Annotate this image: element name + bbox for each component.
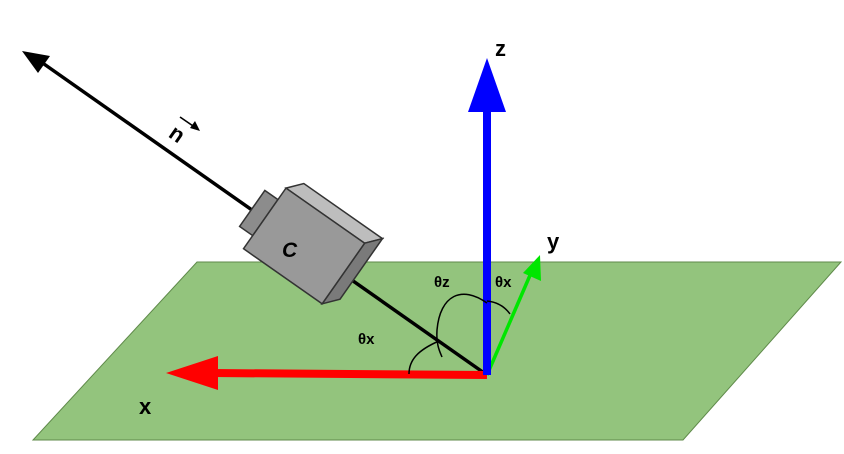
normal-arrow-accent-icon [179, 116, 200, 131]
y-axis-arrowhead [523, 255, 541, 281]
theta-x-top-label: θx [495, 274, 512, 291]
y-axis-label: y [547, 229, 560, 254]
theta-x-bottom-label: θx [358, 331, 375, 348]
normal-vector-arrowhead [22, 51, 50, 73]
theta-z-label: θz [434, 274, 450, 291]
theta-x-top-arc [486, 300, 511, 315]
y-axis-line [485, 272, 533, 376]
normal-label: n [165, 120, 190, 148]
camera [238, 182, 385, 306]
camera-label: C [282, 239, 298, 262]
x-axis-line [211, 369, 488, 379]
camera-body [242, 187, 366, 305]
x-axis-arrowhead [166, 356, 218, 390]
z-axis-arrowhead [468, 58, 506, 112]
theta-z-arc [436, 293, 488, 358]
ground-plane [31, 261, 843, 441]
x-axis-label: x [139, 394, 152, 419]
theta-x-bottom-arc [408, 340, 440, 375]
z-axis-label: z [495, 36, 506, 61]
